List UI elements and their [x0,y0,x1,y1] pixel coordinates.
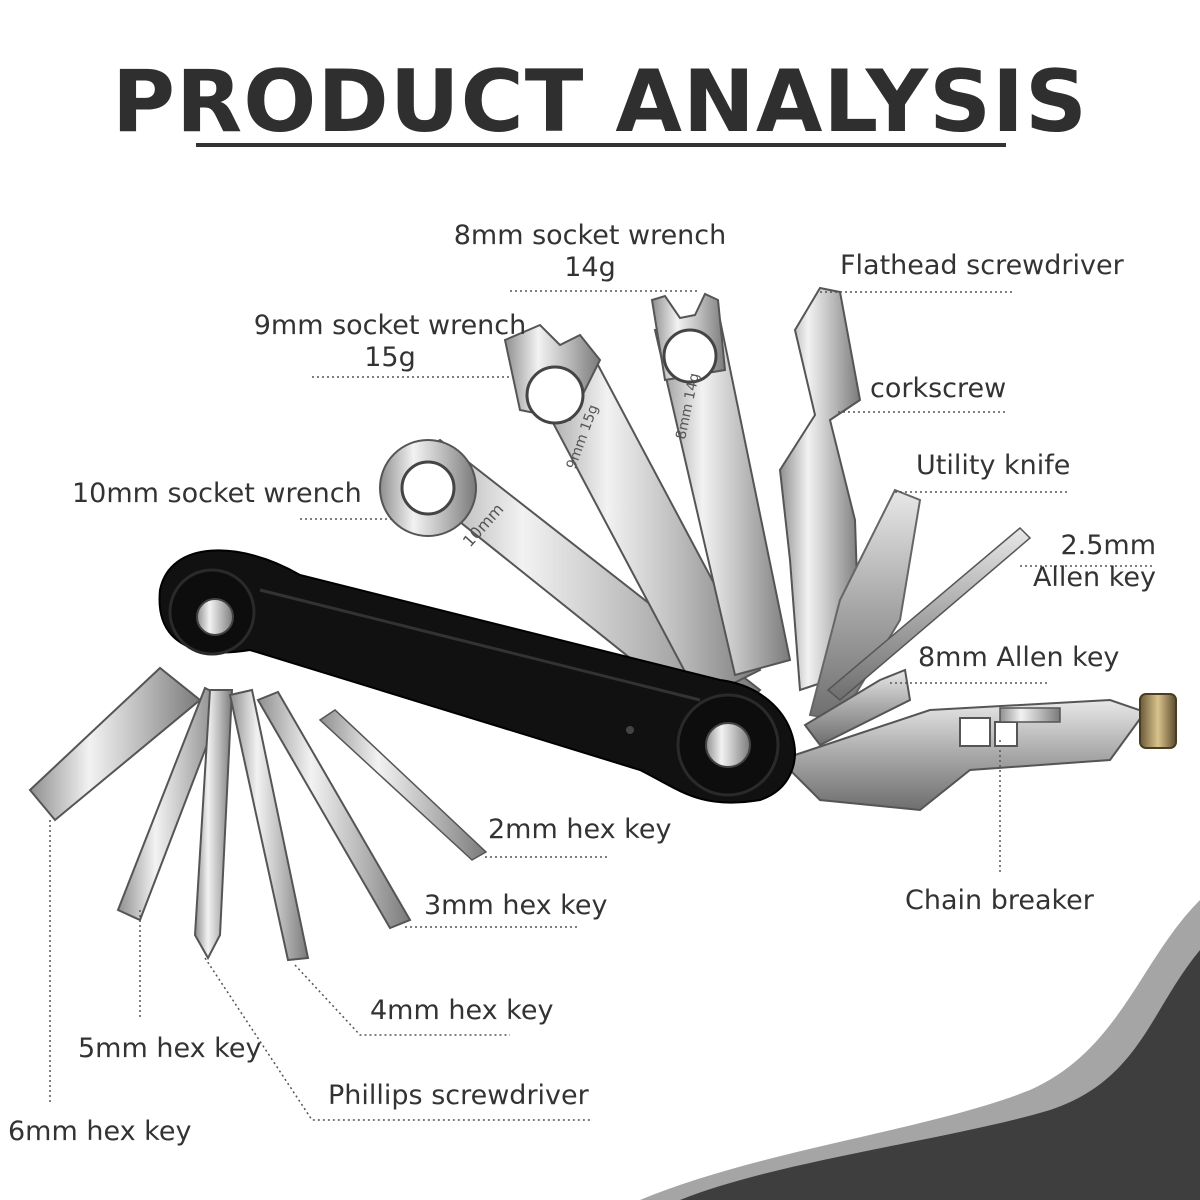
title-underline [196,143,1006,147]
tool-body-handle [158,549,796,804]
leader-lines [49,290,1155,1121]
chain-breaker-tool [778,693,1177,812]
label-phillips-screwdriver: Phillips screwdriver [328,1080,589,1111]
label-3mm-hex-key: 3mm hex key [424,890,608,921]
wrench-10mm-blade [379,438,762,732]
page-title: PRODUCT ANALYSIS [112,52,1088,152]
label-5mm-hex-key: 5mm hex key [78,1033,262,1064]
wrench-8mm-blade [650,292,792,677]
label-utility-knife: Utility knife [916,450,1071,481]
phillips-screwdriver-key [193,689,234,961]
label-6mm-hex-key: 6mm hex key [8,1116,192,1147]
allen-key-8mm [803,668,912,747]
label-8mm-allen-key: 8mm Allen key [918,642,1120,673]
label-8mm-socket-wrench: 8mm socket wrench 14g [453,220,727,283]
label-4mm-hex-key: 4mm hex key [370,995,554,1026]
label-2mm-hex-key: 2mm hex key [488,814,672,845]
label-chain-breaker: Chain breaker [905,885,1094,916]
label-corkscrew: corkscrew [870,373,1007,404]
hex-key-2mm [318,709,488,861]
hex-key-3mm [256,690,412,930]
label-2-5mm-allen-key: 2.5mm Allen key [1032,530,1156,593]
allen-key-2-5mm [826,526,1032,701]
wrench-9mm-blade [503,323,762,702]
label-flathead-screwdriver: Flathead screwdriver [840,250,1124,281]
label-9mm-socket-wrench: 9mm socket wrench 15g [253,310,527,373]
label-10mm-socket-wrench: 10mm socket wrench [72,478,362,509]
hex-key-4mm [228,688,310,962]
